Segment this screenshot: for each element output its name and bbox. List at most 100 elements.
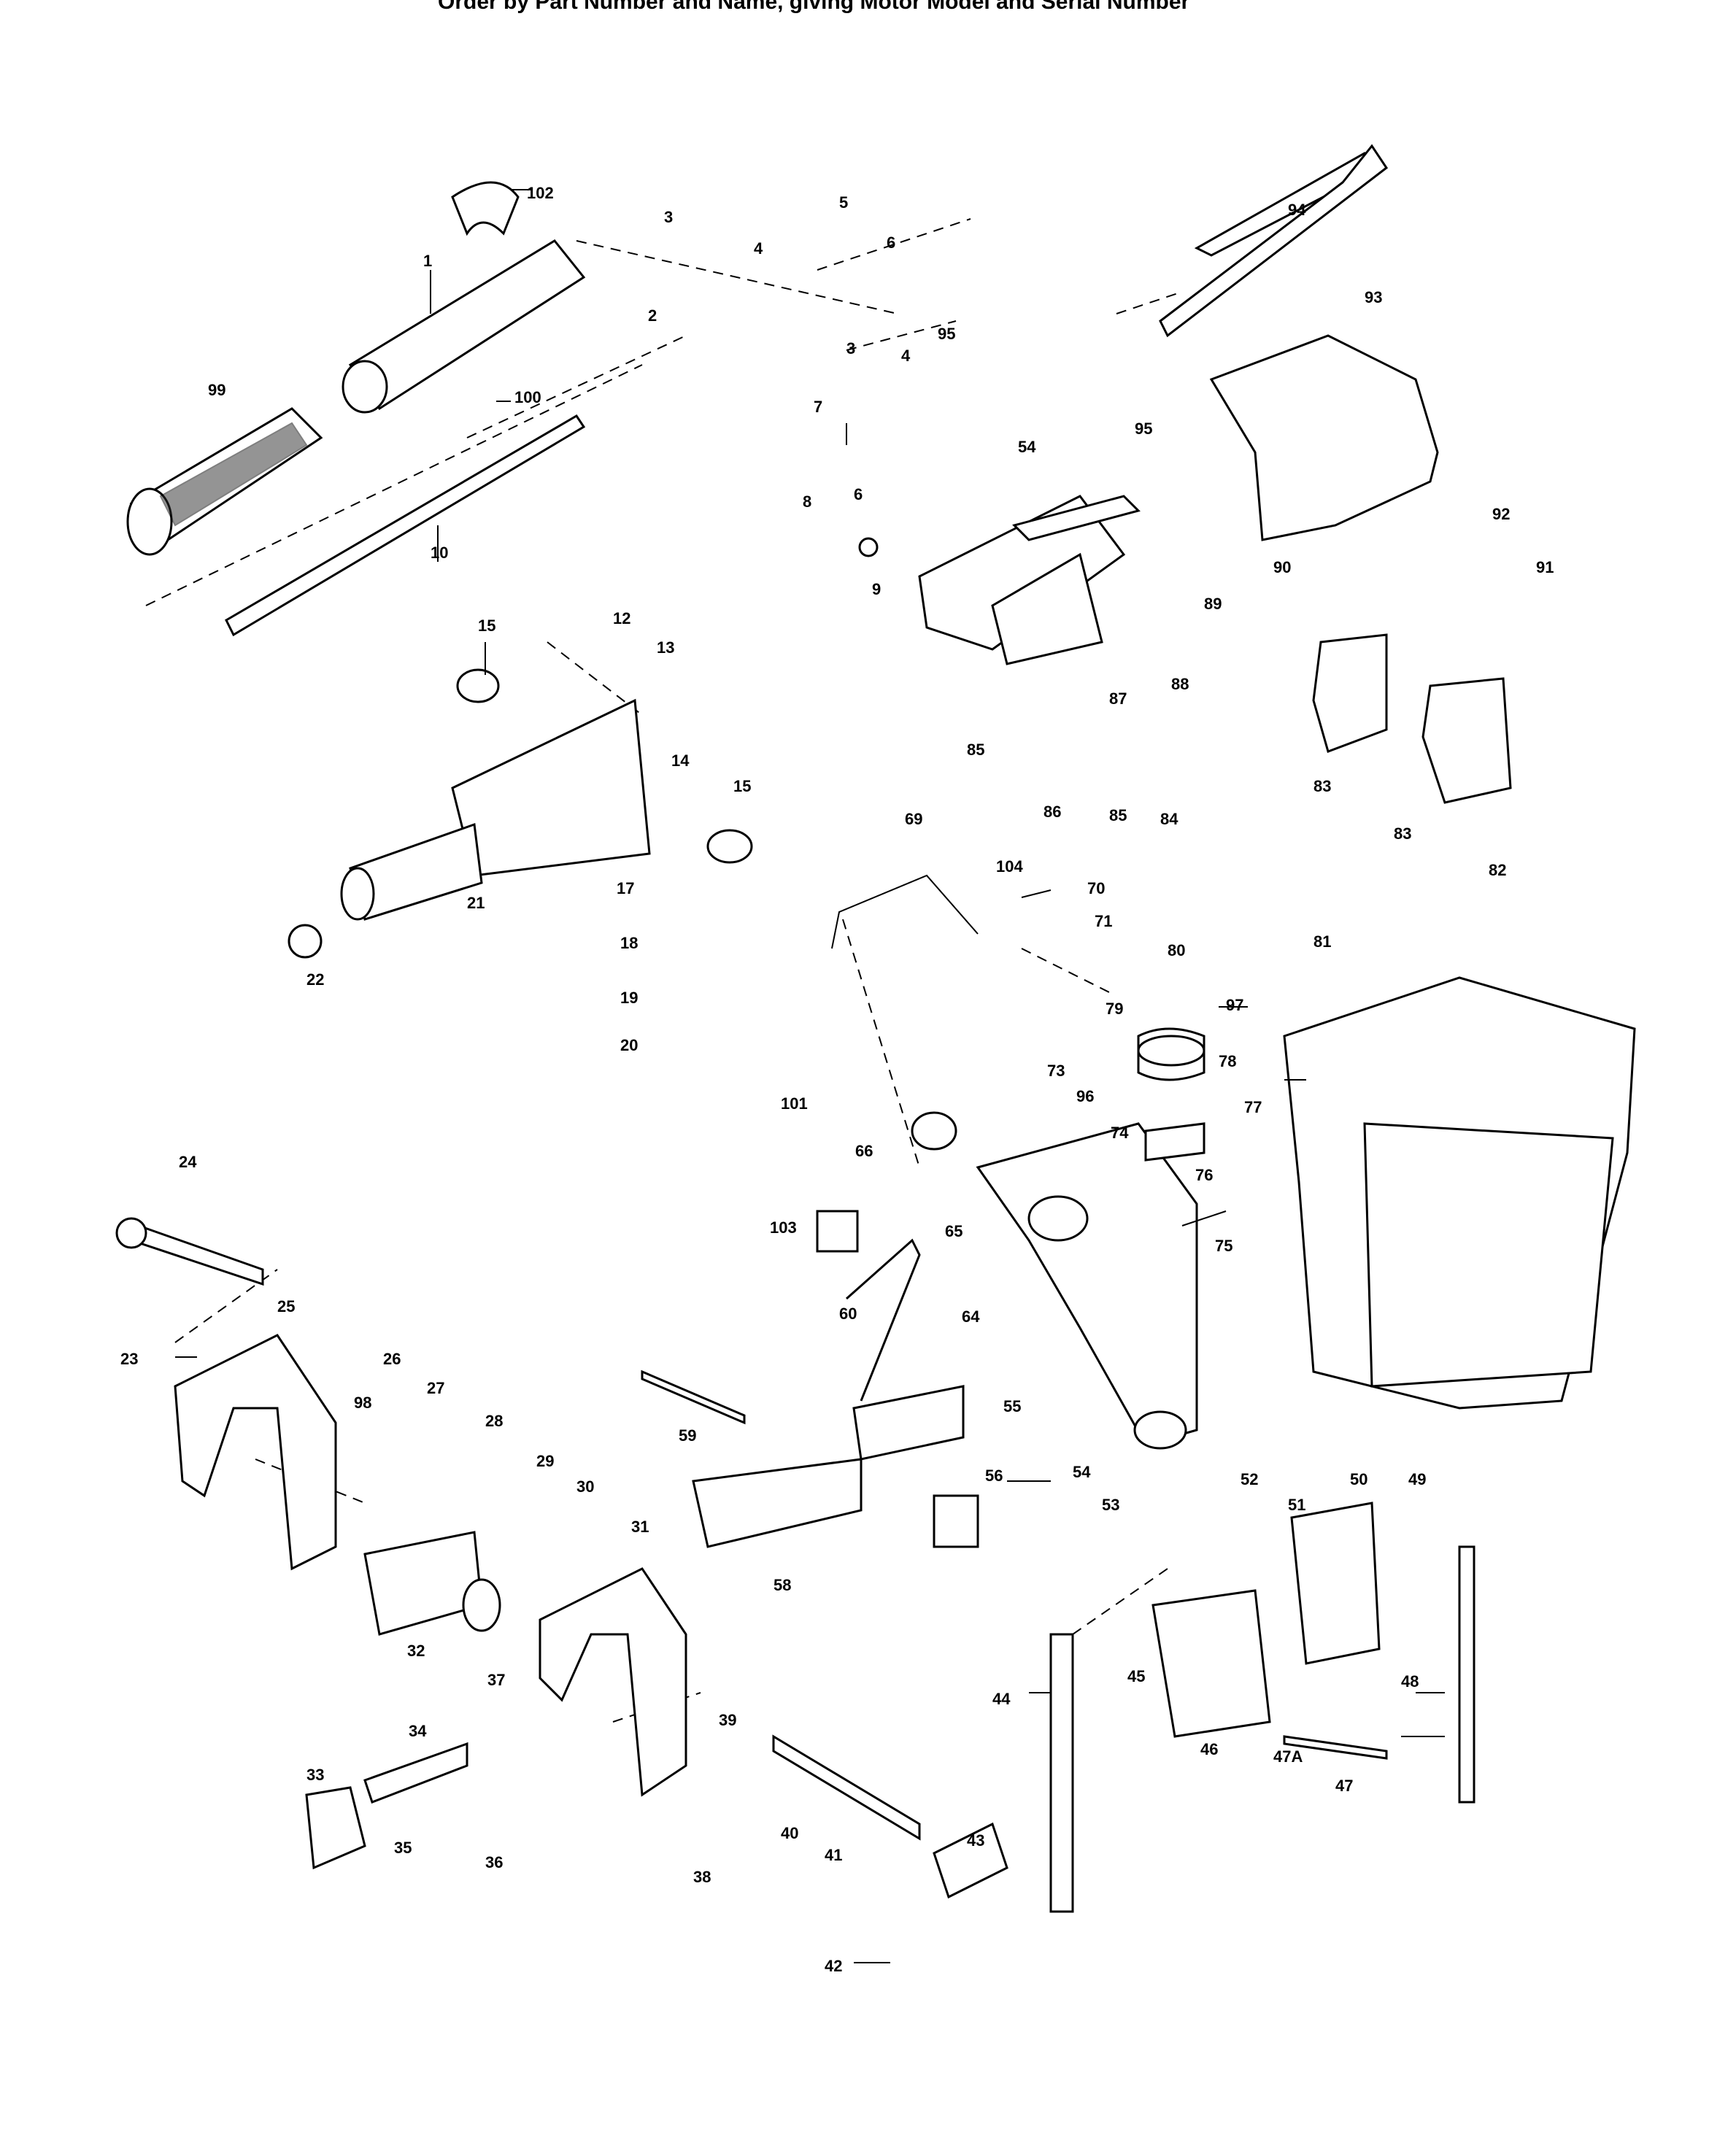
label-84: 84	[1160, 810, 1178, 828]
label-15: 15	[478, 617, 495, 635]
label-47A: 47A	[1273, 1747, 1303, 1766]
label-7: 7	[814, 398, 822, 416]
label-76: 76	[1195, 1166, 1213, 1184]
label-21: 21	[467, 894, 485, 912]
label-54: 54	[1018, 438, 1036, 456]
label-100: 100	[514, 388, 541, 406]
swivel-bracket	[976, 1122, 1198, 1450]
steering-parts	[816, 874, 1205, 1461]
label-45: 45	[1127, 1667, 1145, 1685]
throttle-housing	[288, 668, 753, 959]
label-36: 36	[485, 1853, 503, 1871]
label-27: 27	[427, 1379, 444, 1397]
label-83: 83	[1313, 777, 1331, 795]
label-2: 2	[648, 306, 657, 325]
part-number-labels: 102 3 5 6 1 4 2 95 99 100 10 3 4 7 6 54 …	[120, 184, 1554, 1975]
label-82: 82	[1489, 861, 1506, 879]
label-32: 32	[407, 1642, 425, 1660]
label-4: 4	[754, 239, 763, 258]
label-6: 6	[887, 233, 895, 252]
label-43: 43	[967, 1831, 984, 1850]
label-35: 35	[394, 1839, 412, 1857]
label-3: 3	[664, 208, 673, 226]
label-14: 14	[671, 751, 690, 770]
label-95: 95	[938, 325, 955, 343]
label-95b: 95	[1135, 420, 1152, 438]
label-23: 23	[120, 1350, 138, 1368]
upper-cover-assembly	[1159, 144, 1439, 541]
label-6b: 6	[854, 485, 863, 503]
label-91: 91	[1536, 558, 1554, 576]
label-98: 98	[354, 1394, 371, 1412]
label-26: 26	[383, 1350, 401, 1368]
label-3b: 3	[846, 339, 855, 358]
label-31: 31	[631, 1518, 649, 1536]
label-86: 86	[1043, 803, 1061, 821]
label-5: 5	[839, 193, 848, 212]
handle-assembly	[126, 181, 586, 637]
label-78: 78	[1219, 1052, 1236, 1070]
label-22: 22	[306, 970, 324, 989]
label-20: 20	[620, 1036, 638, 1054]
label-79: 79	[1106, 1000, 1123, 1018]
label-18: 18	[620, 934, 638, 952]
label-92: 92	[1492, 505, 1510, 523]
label-55: 55	[1003, 1397, 1021, 1415]
label-40: 40	[781, 1824, 798, 1842]
label-65: 65	[945, 1222, 962, 1240]
label-99: 99	[208, 381, 225, 399]
label-66: 66	[855, 1142, 873, 1160]
label-85b: 85	[1109, 806, 1127, 824]
label-9: 9	[872, 580, 881, 598]
label-73: 73	[1047, 1062, 1065, 1080]
label-77: 77	[1244, 1098, 1262, 1116]
label-24: 24	[179, 1153, 197, 1171]
label-88: 88	[1171, 675, 1189, 693]
leader-lines	[175, 189, 1445, 1963]
label-42: 42	[825, 1957, 842, 1975]
label-1: 1	[423, 252, 432, 270]
label-87: 87	[1109, 689, 1127, 708]
label-102: 102	[527, 184, 554, 202]
label-90: 90	[1273, 558, 1291, 576]
label-29: 29	[536, 1452, 554, 1470]
label-12: 12	[613, 609, 630, 627]
label-25: 25	[277, 1297, 295, 1315]
label-53: 53	[1102, 1496, 1119, 1514]
label-4b: 4	[901, 347, 911, 365]
label-44: 44	[992, 1690, 1011, 1708]
screws-and-rods	[115, 1217, 1475, 1913]
label-28: 28	[485, 1412, 503, 1430]
label-59: 59	[679, 1426, 696, 1445]
clamp-brackets	[174, 1334, 687, 1797]
label-48: 48	[1401, 1672, 1419, 1691]
label-74: 74	[1111, 1124, 1129, 1142]
label-103: 103	[770, 1218, 797, 1237]
label-19: 19	[620, 989, 638, 1007]
label-56: 56	[985, 1467, 1003, 1485]
label-71: 71	[1095, 912, 1112, 930]
label-8: 8	[803, 492, 811, 511]
label-93: 93	[1365, 288, 1382, 306]
label-37: 37	[487, 1671, 505, 1689]
label-39: 39	[719, 1711, 736, 1729]
label-83b: 83	[1394, 824, 1411, 843]
label-46: 46	[1200, 1740, 1218, 1758]
label-101: 101	[781, 1094, 808, 1113]
label-51: 51	[1288, 1496, 1305, 1514]
label-34: 34	[409, 1722, 427, 1740]
label-80: 80	[1168, 941, 1185, 959]
label-54b: 54	[1073, 1463, 1091, 1481]
label-75: 75	[1215, 1237, 1232, 1255]
label-58: 58	[774, 1576, 791, 1594]
label-52: 52	[1241, 1470, 1258, 1488]
lower-housing	[1283, 976, 1636, 1410]
label-13: 13	[657, 638, 674, 657]
label-30: 30	[576, 1477, 594, 1496]
label-50: 50	[1350, 1470, 1367, 1488]
label-15b: 15	[733, 777, 751, 795]
label-17: 17	[617, 879, 634, 897]
label-38: 38	[693, 1868, 711, 1886]
assembly-dashed-lines	[145, 218, 1183, 1723]
